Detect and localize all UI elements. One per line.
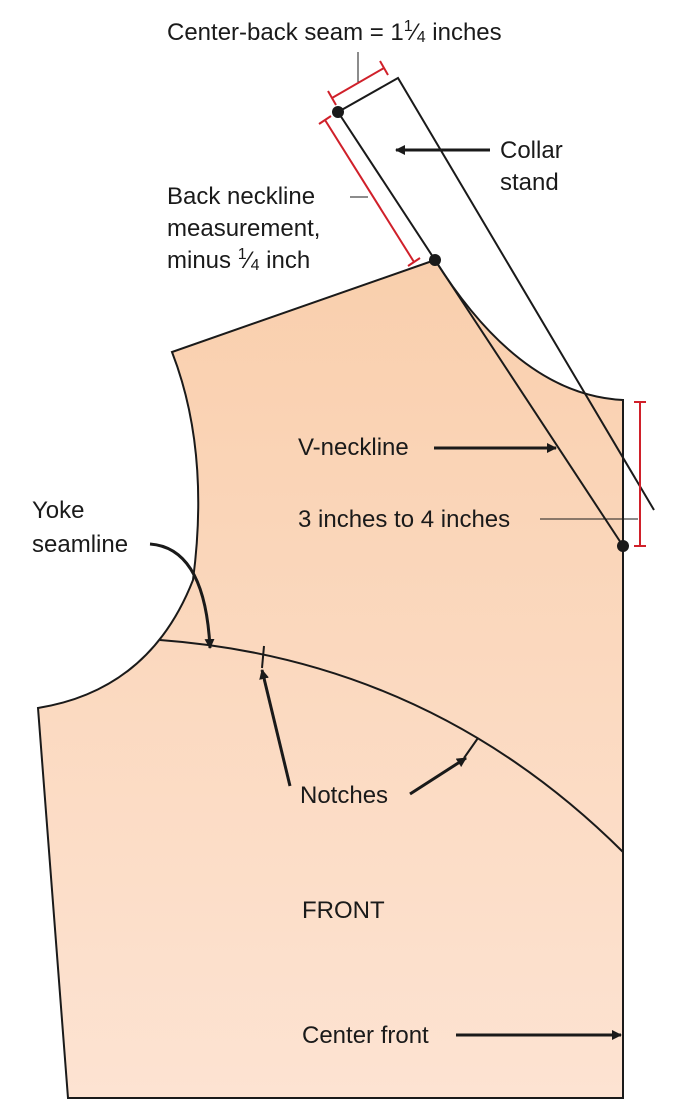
notches-label: Notches bbox=[300, 782, 388, 809]
center-back-seam-label: Center-back seam = 11⁄4 inches bbox=[167, 18, 502, 46]
center-back-seam-measure bbox=[327, 60, 389, 106]
center-front-label: Center front bbox=[302, 1022, 429, 1049]
back-neckline-label-line1: Back neckline bbox=[167, 183, 315, 210]
front-label: FRONT bbox=[302, 897, 385, 924]
yoke-seamline-label-line2: seamline bbox=[32, 531, 128, 558]
v-depth-measure bbox=[634, 401, 646, 547]
v-neckline-label: V-neckline bbox=[298, 434, 409, 461]
point-collar-top bbox=[332, 106, 344, 118]
three-to-four-inches-label: 3 inches to 4 inches bbox=[298, 506, 510, 533]
back-neckline-measure bbox=[318, 115, 421, 267]
back-neckline-label-line3: minus 1⁄4 inch bbox=[167, 246, 310, 274]
v-neckline-line bbox=[434, 259, 624, 547]
collar-stand-label-line1: Collar bbox=[500, 137, 563, 164]
back-neckline-label-line2: measurement, bbox=[167, 215, 320, 242]
notch-arrow-1 bbox=[259, 669, 292, 787]
notch-mark-1 bbox=[261, 645, 265, 669]
notch-mark-2 bbox=[463, 737, 479, 759]
point-neck-shoulder bbox=[429, 254, 441, 266]
front-pattern-piece bbox=[36, 258, 624, 1099]
point-v-depth bbox=[617, 540, 629, 552]
collar-stand-outline bbox=[336, 76, 655, 511]
notch-arrow-2 bbox=[409, 756, 467, 796]
collar-stand-label-line2: stand bbox=[500, 169, 559, 196]
yoke-seamline-label-line1: Yoke bbox=[32, 497, 85, 524]
yoke-seamline-arrow bbox=[149, 542, 215, 649]
yoke-seamline bbox=[159, 639, 624, 853]
